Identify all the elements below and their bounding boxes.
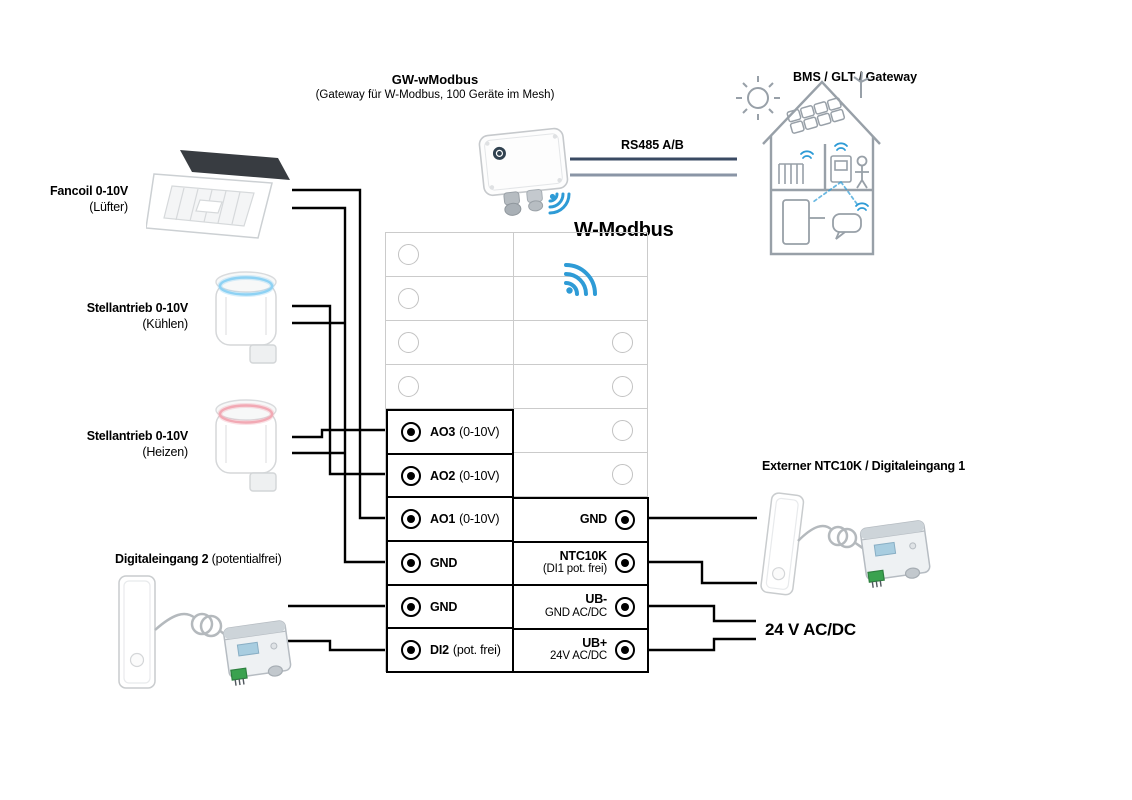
digital-input2-label: Digitaleingang 2 (potentialfrei) (115, 551, 355, 567)
digital-input2-illustration (118, 575, 292, 689)
terminal-dot-icon (401, 465, 421, 486)
ntc-label: Externer NTC10K / Digitaleingang 1 (762, 459, 965, 473)
terminal-row-gnd-right: GND (514, 499, 647, 543)
gateway-wifi-icon (548, 192, 571, 215)
wire-di2-signal (288, 639, 385, 652)
brand-logo-icon (492, 146, 506, 160)
terminal-sublabel: 24V AC/DC (549, 650, 607, 663)
empty-terminal (612, 376, 633, 397)
actuator-cool-illustration (215, 271, 277, 364)
terminal-dot-icon (401, 596, 421, 617)
bms-building-illustration (736, 71, 881, 256)
terminal-sublabel: (pot. frei) (452, 643, 501, 658)
terminal-label: AO1 (430, 512, 456, 527)
fancoil-label: Fancoil 0-10V (Lüfter) (10, 183, 128, 215)
fancoil-sub: (Lüfter) (89, 200, 128, 214)
terminal-row-ao2: AO2(0-10V) (388, 455, 512, 499)
wire-ub-plus (648, 637, 756, 652)
terminal-row-gnd1: GND (388, 542, 512, 586)
wire-ntc10k (648, 560, 757, 585)
wire-fancoil-ao1 (292, 188, 385, 520)
terminal-label: GND (430, 599, 458, 614)
empty-terminal (612, 332, 633, 353)
terminal-dot-icon (401, 421, 421, 442)
empty-terminal (398, 376, 419, 397)
actuator-cool-name: Stellantrieb 0-10V (86, 301, 189, 315)
wire-ub-minus (648, 604, 756, 623)
actuator-heat-sub: (Heizen) (142, 445, 188, 459)
wmodbus-wifi-icon (564, 263, 597, 296)
terminal-sublabel: (0-10V) (459, 468, 500, 483)
terminal-label: GND (579, 512, 607, 526)
radiator-icon (778, 163, 804, 184)
terminal-label: NTC10K (559, 548, 608, 563)
solar-panel-icon (786, 97, 846, 134)
wire-cool-ao2 (292, 304, 385, 476)
terminal-row-ub-minus: UB-GND AC/DC (514, 586, 647, 630)
gateway-title: GW-wModbus (391, 72, 479, 87)
sun-icon (736, 76, 780, 120)
gateway-header: GW-wModbus (Gateway für W-Modbus, 100 Ge… (300, 72, 570, 101)
terminal-dot-icon (401, 552, 421, 573)
terminal-label: DI2 (430, 643, 449, 658)
power-label: 24 V AC/DC (765, 620, 856, 639)
terminal-dot-icon (615, 553, 635, 574)
terminal-sublabel: (0-10V) (459, 424, 500, 439)
terminal-grid: AO3(0-10V) AO2(0-10V) AO1(0-10V) GND GND… (385, 232, 649, 673)
terminal-sublabel: (DI1 pot. frei) (542, 563, 607, 576)
terminal-sublabel: (0-10V) (459, 512, 500, 527)
empty-terminal (398, 244, 419, 265)
rs485-label: RS485 A/B (621, 138, 684, 152)
terminal-label: AO2 (430, 468, 456, 483)
empty-terminal (398, 332, 419, 353)
terminal-row-di2: DI2(pot. frei) (388, 629, 512, 671)
terminal-row-ntc10k: NTC10K(DI1 pot. frei) (514, 543, 647, 586)
boiler-icon (782, 199, 825, 245)
fancoil-name: Fancoil 0-10V (50, 184, 128, 198)
terminal-dot-icon (615, 640, 635, 661)
person-icon (855, 155, 869, 189)
terminal-row-ub-plus: UB+24V AC/DC (514, 630, 647, 672)
wire-fancoil-gnd (292, 206, 385, 564)
terminal-dot-icon (401, 640, 421, 661)
house-outline (762, 80, 881, 256)
terminal-label: AO3 (430, 424, 456, 439)
terminal-dot-icon (615, 509, 635, 530)
gateway-device-illustration (478, 127, 571, 216)
terminal-dot-icon (615, 596, 635, 617)
terminal-row-ao3: AO3(0-10V) (388, 411, 512, 455)
gateway-subtitle: (Gateway für W-Modbus, 100 Geräte im Mes… (315, 89, 555, 101)
digital-input2-name: Digitaleingang 2 (115, 552, 209, 566)
digital-input2-sub: (potentialfrei) (211, 552, 282, 566)
terminal-dot-icon (401, 509, 421, 530)
actuator-cool-sub: (Kühlen) (142, 317, 188, 331)
chat-cloud-icon (832, 213, 862, 240)
ntc-device-illustration (760, 492, 931, 596)
empty-terminal (612, 420, 633, 441)
wind-turbine-icon (853, 71, 870, 98)
empty-terminal (612, 464, 633, 485)
actuator-cool-label: Stellantrieb 0-10V (Kühlen) (60, 300, 189, 332)
terminal-label: UB+ (582, 635, 607, 650)
wire-heat-ao3 (292, 428, 385, 439)
terminal-label: GND (430, 555, 458, 570)
empty-terminal (398, 288, 419, 309)
right-terminal-block: GND NTC10K(DI1 pot. frei) UB-GND AC/DC U… (512, 497, 649, 673)
thermostat-icon (830, 155, 852, 183)
actuator-heat-name: Stellantrieb 0-10V (86, 429, 189, 443)
terminal-sublabel: GND AC/DC (544, 606, 607, 619)
actuator-heat-illustration (215, 399, 277, 492)
terminal-row-ao1: AO1(0-10V) (388, 498, 512, 543)
fancoil-illustration (146, 150, 290, 239)
building-wifi-icon (800, 142, 869, 211)
left-terminal-block: AO3(0-10V) AO2(0-10V) AO1(0-10V) GND GND… (386, 409, 514, 673)
terminal-label: UB- (585, 592, 607, 607)
actuator-heat-label: Stellantrieb 0-10V (Heizen) (60, 428, 189, 460)
terminal-row-gnd2: GND (388, 586, 512, 630)
